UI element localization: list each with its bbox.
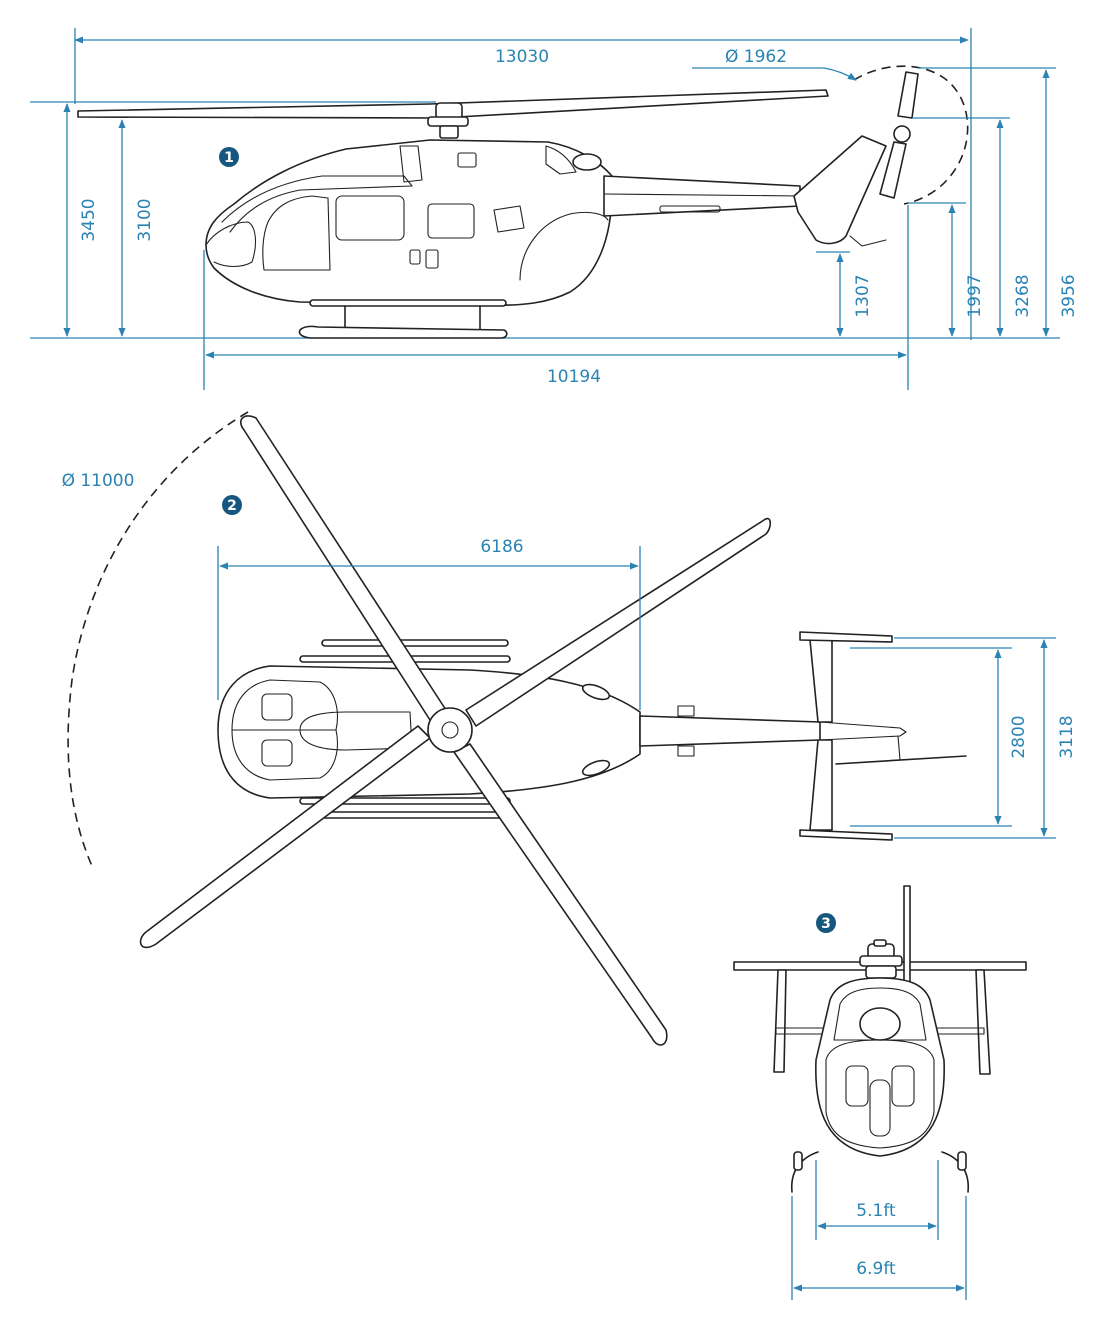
dim-label-3268: 3268 [1013,274,1033,317]
front-endplate-left [773,969,787,1073]
front-rotor-hub [859,939,903,979]
view-badge-3-label: 3 [821,916,831,932]
dim-label-3118: 3118 [1057,715,1077,758]
top-view: 6186 Ø 11000 2800 3118 2 [62,411,1077,1046]
side-door-post [399,145,423,183]
side-cabin-window-2 [427,203,475,239]
top-endplate-right [799,829,893,841]
view-badge-2 [222,495,242,515]
side-nose-cap [205,221,257,268]
front-endplate-right [975,969,991,1075]
side-engine-vent [457,152,477,168]
dim-label-1997: 1997 [965,274,985,317]
top-blade-lower-right [453,743,668,1046]
side-tail-rotor [879,71,919,199]
top-exhaust-left [581,683,611,701]
side-exhaust [545,145,577,175]
side-tail-rotor-disc [853,65,969,205]
side-exhaust-dome [572,153,602,171]
front-seat-left [845,1065,869,1107]
top-rotor-disc-arc [67,411,249,867]
dim-label-6-9ft: 6.9ft [856,1259,896,1279]
dim-label-5-1ft: 5.1ft [856,1201,896,1221]
side-cabin-window-1 [335,195,405,241]
front-landing-gear [791,1151,969,1193]
front-tail-mast [903,885,911,995]
top-tail-end [819,721,907,741]
top-engine-cowl [299,711,413,751]
dim-label-10194: 10194 [547,367,601,387]
top-stabilizer-left [809,639,833,723]
view-badge-2-label: 2 [227,498,237,514]
front-engine-top [833,987,927,1041]
top-endplate-left [799,631,893,643]
top-tail-boom [639,715,821,747]
top-seat-right [261,739,293,767]
front-view: 5.1ft 6.9ft 3 [733,885,1027,1300]
side-cabin-window-3 [493,205,525,233]
view-badge-1 [219,147,239,167]
dim-label-3100: 3100 [135,198,155,241]
side-front-window [262,195,331,271]
side-vertical-fin [793,135,887,245]
front-seat-right [891,1065,915,1107]
side-tail-skid [849,235,887,247]
front-windshield [825,1039,935,1149]
side-rear-door [519,211,609,281]
side-step-2 [409,249,421,265]
side-fuselage [205,139,613,306]
top-tail-rotor [835,755,967,765]
top-blade-lower-left [139,725,431,949]
view-badge-1-label: 1 [224,150,234,166]
dim-label-13030: 13030 [495,47,549,67]
dim-label-3956: 3956 [1059,274,1079,317]
front-console [869,1079,891,1137]
dim-label-tail-rotor-diameter: Ø 1962 [725,47,787,67]
dim-label-2800: 2800 [1009,715,1029,758]
top-exhaust-right [581,759,611,777]
dim-label-6186: 6186 [480,537,523,557]
side-canopy-frame [221,175,413,233]
top-rotor-hub [427,707,473,753]
side-view: 13030 Ø 1962 3450 3100 10194 1307 1997 3… [30,28,1079,390]
dim-label-1307: 1307 [853,274,873,317]
top-blade-upper-right [465,517,772,727]
dim-label-rotor-diameter: Ø 11000 [62,471,135,491]
front-exhaust-dome [859,1007,901,1041]
side-rotor-hub [427,102,469,139]
side-landing-gear [298,299,508,339]
top-seat-left [261,693,293,721]
dim-label-3450: 3450 [79,198,99,241]
side-boom-fairing [659,205,721,213]
view-badge-3 [816,913,836,933]
side-step-1 [425,249,439,269]
top-stabilizer-right [809,739,833,831]
front-fuselage [814,977,946,1157]
